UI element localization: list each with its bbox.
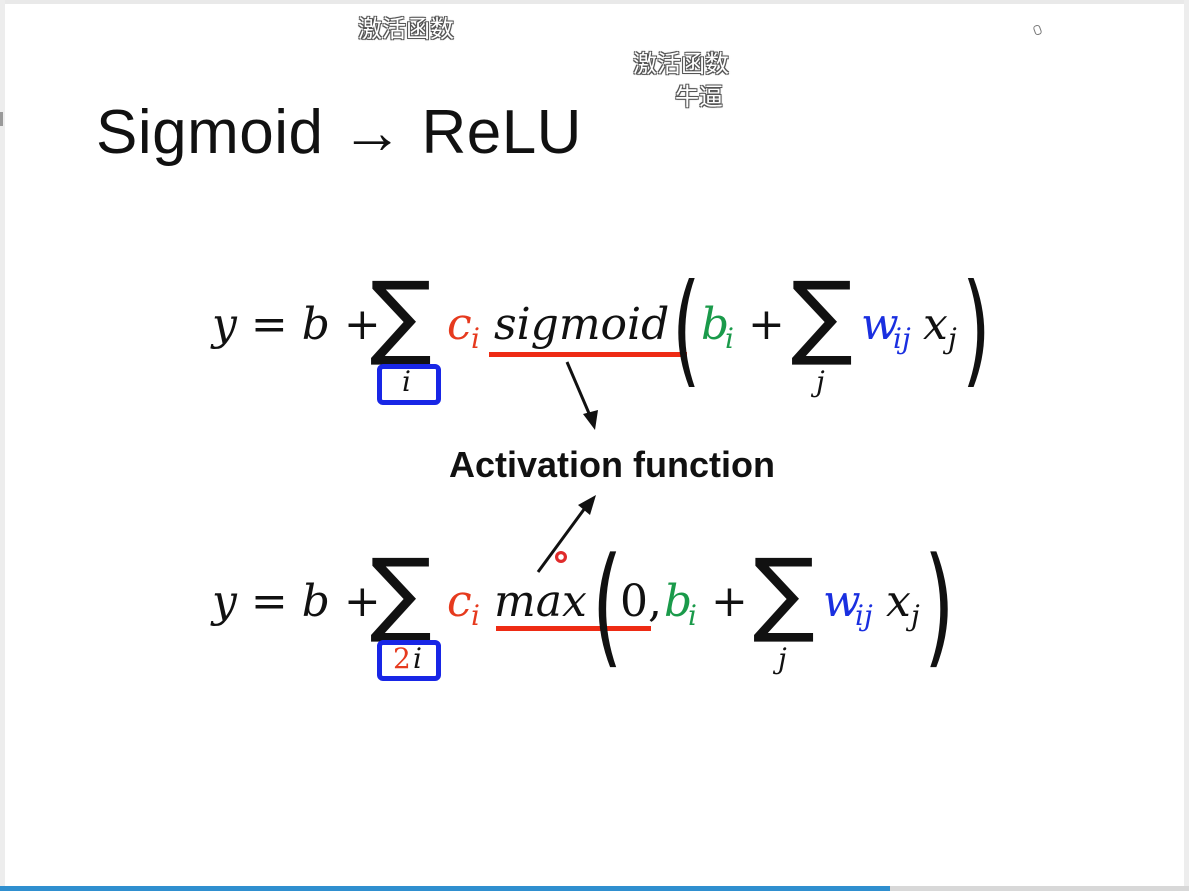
arrow-up-icon bbox=[536, 495, 596, 573]
window-frame-top bbox=[0, 0, 1189, 4]
inner-sum-index: j bbox=[778, 642, 787, 675]
equation-lhs: y = b + bbox=[212, 576, 381, 627]
bias-b: b bbox=[664, 576, 693, 627]
open-paren: ( bbox=[672, 258, 701, 400]
danmaku-comment: 激活函数 bbox=[633, 50, 729, 78]
coefficient-c: c bbox=[447, 576, 472, 627]
laser-pointer-icon bbox=[555, 551, 567, 563]
activation-function-label: Activation function bbox=[449, 444, 775, 485]
slide-title: Sigmoid → ReLU bbox=[96, 98, 582, 167]
bias-b: b bbox=[701, 299, 730, 350]
arrow-down-icon bbox=[565, 361, 598, 430]
input-subscript: j bbox=[911, 599, 920, 632]
sigmoid-function-name: sigmoid bbox=[494, 299, 670, 350]
coefficient-subscript: i bbox=[471, 322, 480, 355]
weight-subscript: ij bbox=[855, 599, 873, 632]
input-x: x bbox=[923, 299, 948, 350]
max-function-name: max bbox=[494, 576, 587, 627]
plus-sign: + bbox=[711, 576, 748, 627]
close-paren: ) bbox=[962, 258, 991, 400]
sum-index-highlight-box bbox=[377, 640, 441, 681]
coefficient-subscript: i bbox=[471, 599, 480, 632]
weight-w: w bbox=[861, 299, 899, 350]
bias-subscript: i bbox=[688, 599, 697, 632]
max-underline bbox=[496, 626, 651, 631]
bias-subscript: i bbox=[725, 322, 734, 355]
weight-subscript: ij bbox=[893, 322, 911, 355]
sum-index: i bbox=[413, 642, 422, 675]
inner-sum-symbol: ∑ bbox=[791, 262, 853, 369]
video-progress-remaining[interactable] bbox=[890, 886, 1189, 891]
danmaku-comment: 激活函数 bbox=[358, 15, 454, 43]
sum-symbol: ∑ bbox=[370, 262, 432, 369]
sum-symbol: ∑ bbox=[370, 539, 432, 646]
input-subscript: j bbox=[948, 322, 957, 355]
window-frame-left bbox=[0, 0, 5, 891]
video-progress-bar[interactable] bbox=[0, 886, 890, 891]
sum-index-number: 2 bbox=[393, 642, 411, 675]
input-x: x bbox=[886, 576, 911, 627]
sum-index-highlight-box bbox=[377, 364, 441, 405]
sum-index: i bbox=[402, 365, 411, 398]
equation-lhs: y = b + bbox=[212, 299, 381, 350]
plus-sign: + bbox=[748, 299, 785, 350]
sigmoid-underline bbox=[489, 352, 687, 357]
open-paren: ( bbox=[592, 529, 623, 681]
danmaku-comment: 牛逼 bbox=[675, 83, 723, 111]
inner-sum-symbol: ∑ bbox=[753, 539, 815, 646]
window-frame-right bbox=[1184, 0, 1189, 891]
zero-argument: 0, bbox=[620, 576, 662, 627]
coefficient-c: c bbox=[447, 299, 472, 350]
window-edge-marker bbox=[0, 112, 3, 126]
weight-w: w bbox=[823, 576, 861, 627]
inner-sum-index: j bbox=[816, 365, 825, 398]
close-paren: ) bbox=[924, 529, 955, 681]
